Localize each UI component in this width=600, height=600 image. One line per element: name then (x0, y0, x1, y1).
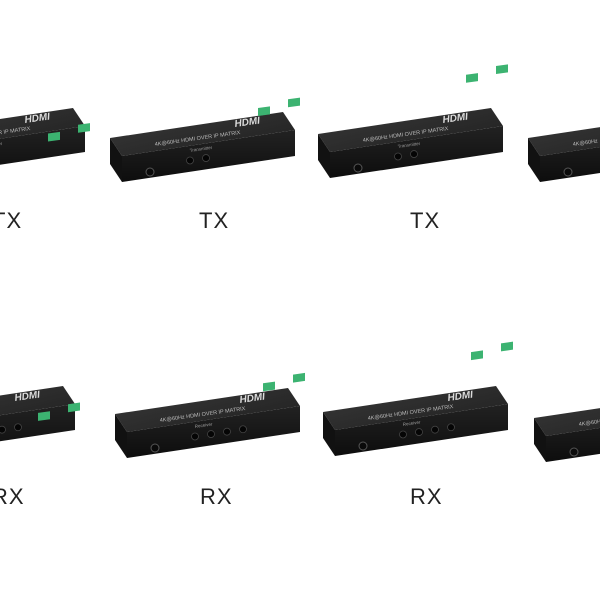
device-side-face (323, 412, 335, 456)
rx-label-2: RX (200, 484, 233, 509)
device-top-face (528, 127, 600, 156)
power-jack (563, 167, 573, 177)
terminal-block (496, 64, 508, 75)
audio-jack (239, 425, 247, 434)
tx-label-3: TX (410, 208, 441, 233)
device-side-face (115, 414, 127, 458)
terminal-block (471, 350, 483, 361)
device-side-face (528, 138, 540, 182)
terminal-block (501, 341, 513, 352)
power-jack (358, 441, 368, 451)
device-top-face (110, 112, 295, 156)
power-jack (145, 167, 155, 177)
audio-jack (186, 156, 194, 165)
device-top-face (0, 386, 75, 416)
device-top-face (0, 108, 85, 139)
device-top-face (115, 388, 300, 432)
device-side-face (318, 134, 330, 178)
hdmi-logo: HDMI (447, 389, 474, 403)
audio-jack (191, 432, 199, 441)
audio-jack (202, 154, 210, 162)
rx-device-4: 4K@60Hz (534, 408, 600, 462)
device-front-face (0, 126, 85, 165)
terminal-block (288, 97, 300, 108)
audio-jack (415, 428, 423, 436)
tx-device-4: 4K@60Hz (528, 127, 600, 182)
device-top-face (534, 408, 600, 436)
rx-device-1: HDMI (0, 386, 80, 442)
device-top-face (323, 386, 508, 430)
hdmi-logo: HDMI (442, 111, 469, 125)
terminal-block (68, 402, 80, 413)
tx-label-2: TX (199, 208, 230, 233)
panel-title: 4K@60Hz (578, 419, 600, 428)
audio-jack (394, 152, 402, 161)
panel-subtitle: Receiver (402, 419, 421, 426)
panel-subtitle: Transmitter (189, 145, 213, 153)
device-side-face (110, 138, 122, 182)
audio-jack (207, 430, 215, 438)
audio-jack (447, 423, 455, 432)
panel-subtitle: Transmitter (397, 141, 421, 149)
device-top-face (318, 108, 503, 152)
device-front-face (0, 404, 75, 442)
hdmi-logo: HDMI (234, 115, 261, 129)
terminal-block (466, 73, 478, 83)
hdmi-logo: HDMI (14, 389, 41, 403)
terminal-block (263, 381, 275, 392)
terminal-block (78, 123, 90, 133)
terminal-block (48, 131, 60, 142)
power-jack (150, 443, 160, 453)
hdmi-logo: HDMI (239, 391, 266, 405)
panel-title: 4K@60Hz (572, 139, 598, 148)
panel-subtitle: Transmitter (0, 141, 3, 149)
panel-subtitle: Receiver (194, 421, 213, 428)
terminal-block (258, 106, 270, 117)
audio-jack (223, 427, 231, 436)
device-front-face (540, 146, 600, 182)
power-jack (569, 447, 579, 457)
device-side-face (534, 418, 546, 462)
audio-jack (0, 425, 6, 434)
tx-label-1: TX (0, 208, 23, 233)
audio-jack (410, 150, 418, 158)
hdmi-logo: HDMI (24, 111, 51, 125)
terminal-block (38, 411, 50, 421)
rx-label-1: RX (0, 484, 25, 509)
audio-jack (14, 423, 22, 432)
terminal-block (293, 372, 305, 383)
audio-jack (431, 425, 439, 434)
power-jack (353, 163, 363, 173)
audio-jack (399, 430, 407, 439)
rx-label-3: RX (410, 484, 443, 509)
device-front-face (546, 427, 600, 462)
